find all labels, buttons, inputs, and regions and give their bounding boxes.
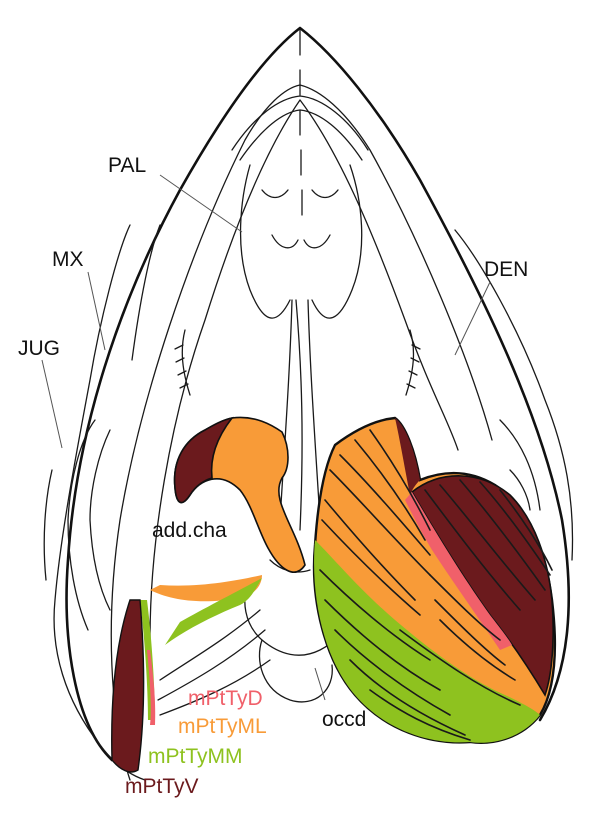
legend-item-mPtTyD: mPtTyD — [188, 687, 263, 710]
anatomical-labels: PAL MX JUG DEN add.cha occd — [18, 154, 528, 731]
legend-item-mPtTyML: mPtTyML — [178, 715, 267, 738]
palate-outline — [174, 164, 421, 703]
left-mPtTyMM — [165, 578, 262, 645]
jug-leader — [41, 359, 63, 449]
right-mPtTyMM — [314, 540, 540, 743]
label-pal: PAL — [108, 154, 146, 177]
pal-leader — [159, 174, 243, 233]
muscle-legend: mPtTyD mPtTyML mPtTyMM mPtTyV — [125, 687, 267, 798]
label-den: DEN — [484, 258, 528, 281]
right-muscle-group — [312, 416, 557, 744]
left-cheek-outline — [43, 224, 161, 781]
label-jug: JUG — [18, 337, 60, 360]
occd-leader — [314, 667, 326, 701]
right-mPtTyV — [410, 475, 554, 697]
left-mPtTyD — [147, 650, 156, 725]
label-occd: occd — [322, 708, 366, 731]
legend-item-mPtTyMM: mPtTyMM — [148, 745, 243, 768]
left-mPtTyV-strip — [111, 599, 145, 773]
right-cheek-outline — [454, 229, 574, 561]
label-mx: MX — [52, 248, 84, 271]
right-mPtTyV-tip — [395, 418, 420, 495]
left-mPtTyV-hook — [173, 416, 234, 504]
den-leader — [454, 281, 491, 356]
leader-lines — [41, 174, 491, 701]
mx-leader — [87, 271, 106, 351]
label-add-cha: add.cha — [152, 519, 227, 542]
left-muscle-group — [111, 416, 306, 773]
legend-item-mPtTyV: mPtTyV — [125, 775, 199, 798]
right-mPtTyD — [405, 492, 512, 650]
